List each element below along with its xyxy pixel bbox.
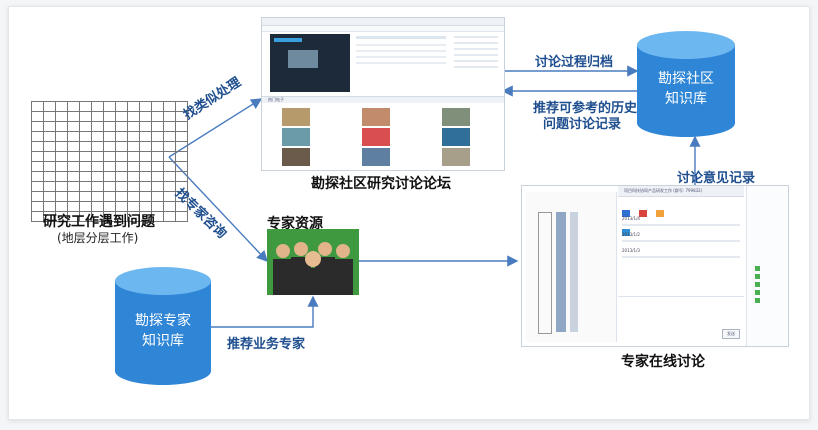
chat-msg-1-time: 2013/1/4 — [622, 216, 640, 221]
opinion-record-label: 讨论意见记录 — [677, 171, 756, 186]
online-discussion-title: 专家在线讨论 — [621, 354, 705, 370]
chat-msg-3-time: 2013/1/3 — [622, 248, 640, 253]
chat-member-panel — [746, 186, 788, 346]
expert-resource-title: 专家资源 — [267, 216, 323, 232]
forum-thumb-3 — [442, 108, 470, 126]
problem-title: 研究工作遇到问题 — [43, 214, 155, 230]
forum-nav-bar — [262, 26, 504, 32]
chat-messages: 2013/1/4 2013/1/2 2013/1/3 — [622, 216, 740, 264]
community-kb-line2: 知识库 — [665, 91, 707, 107]
chat-input-area[interactable]: 发送 — [618, 296, 744, 343]
forum-section-bar: 热门帖子 — [262, 96, 504, 103]
arrow-recommend-expert — [209, 295, 319, 328]
chat-send-button[interactable]: 发送 — [722, 329, 740, 339]
forum-thumb-1 — [282, 108, 310, 126]
forum-thumb-4 — [282, 128, 310, 146]
diagram-frame: 研究工作遇到问题 (地层分层工作) 找类似处理 找专家咨询 热门帖子 — [8, 6, 810, 420]
forum-video-panel — [270, 34, 350, 92]
forum-section-label: 热门帖子 — [268, 97, 284, 102]
expert-kb-line1: 勘探专家 — [135, 313, 191, 329]
expert-resource-image — [267, 229, 359, 295]
problem-table — [31, 101, 188, 222]
chat-window-title: 项目科技协同产品研发工作 (群号: 799832) — [624, 188, 703, 193]
forum-title: 勘探社区研究讨论论坛 — [311, 176, 451, 192]
recommend-history-label-1: 推荐可参考的历史 — [533, 101, 638, 116]
expert-kb-line2: 知识库 — [142, 333, 184, 349]
expert-kb-label: 勘探专家 知识库 — [115, 311, 211, 351]
forum-thumb-9 — [442, 148, 470, 166]
community-kb-label: 勘探社区 知识库 — [637, 69, 735, 109]
forum-thumb-2 — [362, 108, 390, 126]
community-kb-cylinder — [637, 31, 735, 137]
recommend-expert-label: 推荐业务专家 — [227, 337, 306, 352]
forum-thumb-6 — [442, 128, 470, 146]
experts-icon — [273, 242, 353, 295]
online-discussion-screenshot: 项目科技协同产品研发工作 (群号: 799832) 2013/1/4 2013/… — [521, 185, 789, 347]
expert-kb-cylinder — [115, 267, 211, 385]
problem-subtitle: (地层分层工作) — [57, 231, 139, 245]
forum-header-bar — [262, 18, 504, 26]
chat-titlebar: 项目科技协同产品研发工作 (群号: 799832) — [618, 186, 744, 197]
community-kb-line1: 勘探社区 — [658, 71, 714, 87]
recommend-history-label-2: 问题讨论记录 — [543, 117, 622, 132]
archive-label: 讨论过程归档 — [535, 55, 614, 70]
forum-thumb-5 — [362, 128, 390, 146]
forum-side-list — [454, 36, 498, 86]
forum-thumb-8 — [362, 148, 390, 166]
forum-post-list — [356, 36, 446, 86]
well-log-panel — [526, 192, 617, 342]
forum-thumb-7 — [282, 148, 310, 166]
forum-screenshot: 热门帖子 — [261, 17, 505, 171]
chat-msg-2-time: 2013/1/2 — [622, 232, 640, 237]
chat-toolbar — [622, 202, 674, 236]
